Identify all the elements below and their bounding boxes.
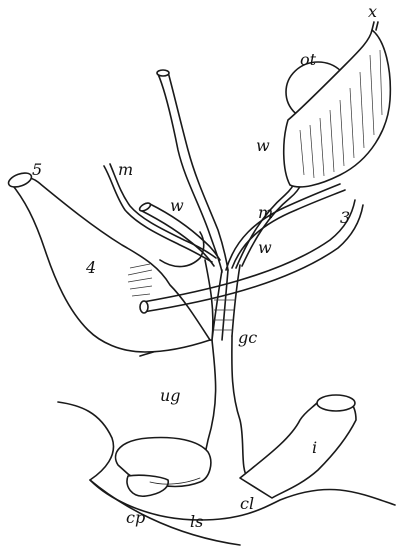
- intestine: [240, 402, 356, 498]
- label-m-left: m: [118, 162, 133, 178]
- label-cl: cl: [240, 496, 254, 512]
- label-w-left: w: [170, 198, 184, 214]
- label-ug: ug: [160, 388, 181, 404]
- duct-m-right: [226, 184, 345, 270]
- label-i: i: [312, 440, 317, 456]
- label-4: 4: [86, 260, 96, 276]
- label-m-center: m: [258, 205, 273, 221]
- duct-w-left-end: [138, 201, 151, 212]
- label-cp: cp: [126, 510, 145, 526]
- tube-3-end: [140, 301, 148, 313]
- central-tube-end: [157, 70, 169, 76]
- label-3: 3: [340, 210, 350, 226]
- loop-left: [160, 232, 204, 267]
- label-w-top: w: [256, 138, 270, 154]
- label-ls: ls: [190, 514, 203, 530]
- label-x: x: [368, 4, 377, 20]
- papilla-tip: [127, 475, 168, 496]
- label-5: 5: [32, 162, 42, 178]
- label-w-center: w: [258, 240, 272, 256]
- cloaca-lower-wall: [90, 480, 240, 545]
- intestine-opening: [317, 395, 355, 411]
- label-ot: ot: [300, 52, 316, 68]
- label-gc: gc: [238, 330, 257, 346]
- central-tube: [158, 72, 228, 272]
- tip-x: [372, 22, 378, 30]
